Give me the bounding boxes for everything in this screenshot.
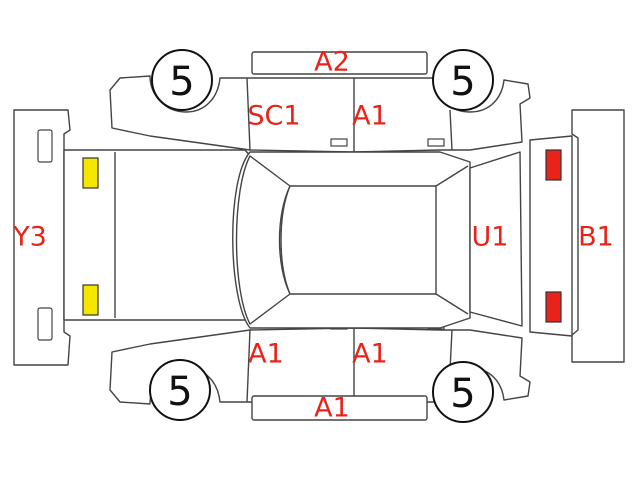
rear-panel	[529, 135, 573, 337]
front-lamp-bottom	[82, 284, 99, 316]
tyre-bottom-left: 5	[149, 359, 211, 421]
mark-bottom-right: A1	[352, 339, 388, 370]
tyre-top-right-label: 5	[450, 59, 475, 105]
front-bumper-slot-bottom	[37, 307, 53, 341]
top-pillar-a	[246, 77, 251, 151]
mark-roof-right: A1	[352, 101, 388, 132]
tyre-top-left: 5	[151, 49, 213, 111]
top-side-panel	[251, 51, 428, 75]
bottom-side-panel	[251, 395, 428, 421]
front-bumper-slot-top	[37, 129, 53, 163]
rear-lamp-bottom	[545, 291, 562, 323]
rear-window	[469, 151, 523, 327]
bottom-pillar-c	[449, 329, 453, 371]
mark-rear: B1	[578, 222, 614, 253]
mark-bottom-left: A1	[248, 339, 284, 370]
rear-roof-edge-bottom	[435, 293, 469, 315]
front-bumper	[13, 109, 71, 366]
top-door-handle-front	[330, 138, 348, 147]
bottom-pillar-a	[246, 329, 251, 403]
tyre-bottom-right: 5	[432, 361, 494, 423]
tyre-bottom-right-label: 5	[450, 371, 475, 417]
mark-rear-window: U1	[472, 222, 509, 253]
windshield	[235, 155, 291, 325]
mark-roof-left: SC1	[247, 101, 300, 132]
front-lamp-top	[82, 157, 99, 189]
mark-bottom-panel: A1	[314, 393, 350, 424]
roof-panel	[280, 185, 437, 295]
top-door-handle-rear	[427, 138, 445, 147]
rear-roof-edge-top	[435, 165, 469, 187]
mark-front: Y3	[12, 222, 47, 253]
mark-top-panel: A2	[314, 47, 350, 78]
tyre-top-left-label: 5	[169, 59, 194, 105]
tyre-top-right: 5	[432, 49, 494, 111]
tyre-bottom-left-label: 5	[167, 369, 192, 415]
rear-lamp-top	[545, 149, 562, 181]
top-pillar-c	[449, 109, 453, 151]
